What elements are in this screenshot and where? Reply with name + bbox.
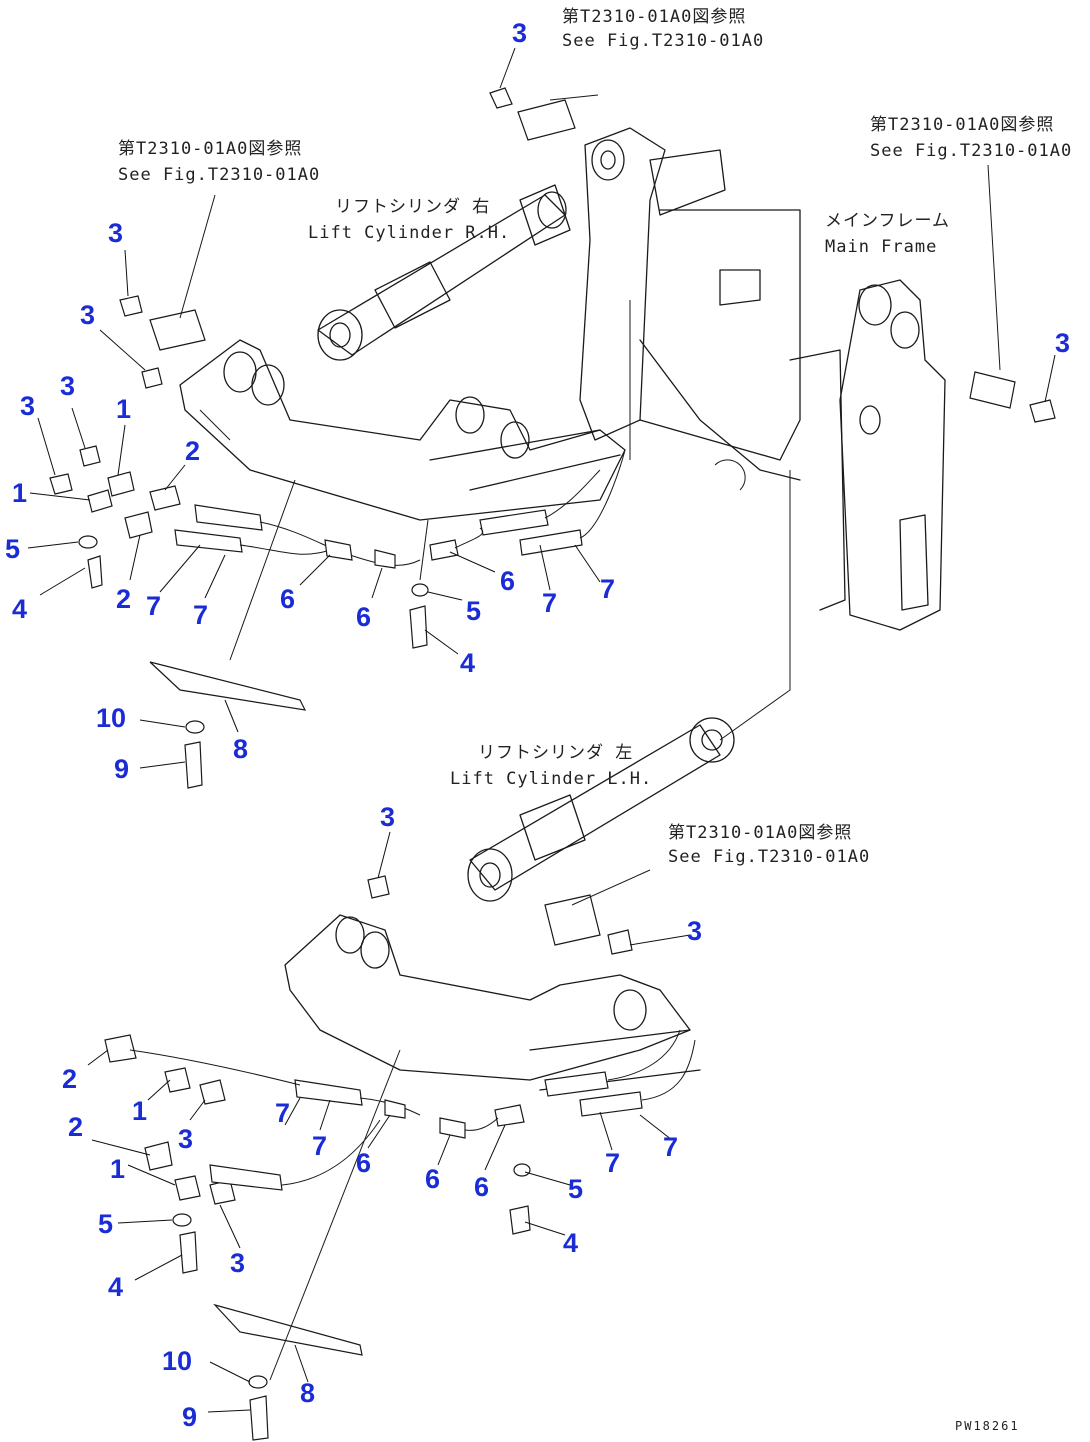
drawing-code: PW18261	[955, 1419, 1020, 1433]
lower-lift-arm	[284, 914, 701, 1091]
callout-label: 7	[663, 1132, 678, 1162]
callout-label: 10	[96, 703, 126, 733]
callout-label: 3	[1055, 328, 1070, 358]
callout-label: 3	[512, 18, 527, 48]
callout-label: 2	[116, 584, 131, 614]
callout-label: 5	[5, 534, 20, 564]
guide-lines	[179, 94, 1001, 1381]
callout-label: 8	[300, 1378, 315, 1408]
callout-label: 6	[356, 1148, 371, 1178]
ref-lower-jp: 第T2310-01A0図参照	[668, 823, 852, 843]
callout-label: 7	[605, 1148, 620, 1178]
callout-label: 4	[108, 1272, 123, 1302]
lift-cylinder-lh-jp: リフトシリンダ 左	[478, 743, 633, 763]
callout-label: 3	[230, 1248, 245, 1278]
lift-cylinder-rh-en: Lift Cylinder R.H.	[308, 223, 510, 243]
callout-label: 3	[178, 1124, 193, 1154]
callout-label: 9	[182, 1402, 197, 1432]
upper-grease-lines	[87, 449, 626, 569]
callout-label: 5	[466, 596, 481, 626]
callout-leaders	[27, 47, 1056, 1413]
lower-grease-lines	[104, 1029, 696, 1201]
callout-label: 3	[380, 802, 395, 832]
callout-label: 2	[62, 1064, 77, 1094]
ref-right-en: See Fig.T2310-01A0	[870, 141, 1072, 161]
ref-top-jp: 第T2310-01A0図参照	[562, 7, 746, 27]
callout-label: 10	[162, 1346, 192, 1376]
lift-cylinder-rh-jp: リフトシリンダ 右	[335, 197, 490, 217]
callout-label: 5	[98, 1209, 113, 1239]
upper-lift-cylinder-rh	[317, 184, 571, 361]
ref-top-en: See Fig.T2310-01A0	[562, 31, 764, 51]
callout-label: 5	[568, 1174, 583, 1204]
callout-label: 2	[68, 1112, 83, 1142]
callout-label: 3	[687, 916, 702, 946]
callout-label: 8	[233, 734, 248, 764]
callout-label: 6	[500, 566, 515, 596]
callout-label: 3	[20, 391, 35, 421]
bolts-item-3	[49, 87, 1056, 1205]
lower-lift-cylinder-lh	[467, 717, 735, 902]
callout-numbers: 3 3 3 3 3 3 1 1 2 5 2 4 7 7 6 6 6 5 4 7 …	[5, 18, 1070, 1432]
upper-lift-arm	[179, 339, 626, 521]
callout-label: 7	[312, 1131, 327, 1161]
callout-label: 1	[12, 478, 27, 508]
main-frame-en: Main Frame	[825, 237, 937, 257]
callout-label: 7	[146, 591, 161, 621]
pins-and-spacers	[149, 99, 1016, 946]
callout-label: 1	[132, 1096, 147, 1126]
callout-label: 4	[563, 1228, 578, 1258]
callout-label: 7	[193, 600, 208, 630]
callout-label: 6	[425, 1164, 440, 1194]
bolts-washers-covers	[78, 535, 531, 1441]
callout-label: 6	[280, 584, 295, 614]
ref-lower-en: See Fig.T2310-01A0	[668, 847, 870, 867]
callout-label: 3	[108, 218, 123, 248]
callout-label: 6	[474, 1172, 489, 1202]
ref-right-jp: 第T2310-01A0図参照	[870, 115, 1054, 135]
callout-label: 4	[460, 648, 475, 678]
main-frame-jp: メインフレーム	[825, 211, 950, 231]
callout-label: 3	[80, 300, 95, 330]
ref-left-en: See Fig.T2310-01A0	[118, 165, 320, 185]
callout-label: 9	[114, 754, 129, 784]
upper-main-frame	[579, 127, 946, 631]
lift-cylinder-lh-en: Lift Cylinder L.H.	[450, 769, 652, 789]
callout-label: 7	[542, 588, 557, 618]
callout-label: 6	[356, 602, 371, 632]
ref-left-jp: 第T2310-01A0図参照	[118, 139, 302, 159]
callout-label: 7	[275, 1098, 290, 1128]
callout-label: 4	[12, 594, 27, 624]
callout-label: 2	[185, 436, 200, 466]
callout-label: 1	[110, 1154, 125, 1184]
callout-label: 7	[600, 574, 615, 604]
reference-notes: 第T2310-01A0図参照 See Fig.T2310-01A0 第T2310…	[118, 7, 1072, 1433]
callout-label: 1	[116, 394, 131, 424]
callout-label: 3	[60, 371, 75, 401]
